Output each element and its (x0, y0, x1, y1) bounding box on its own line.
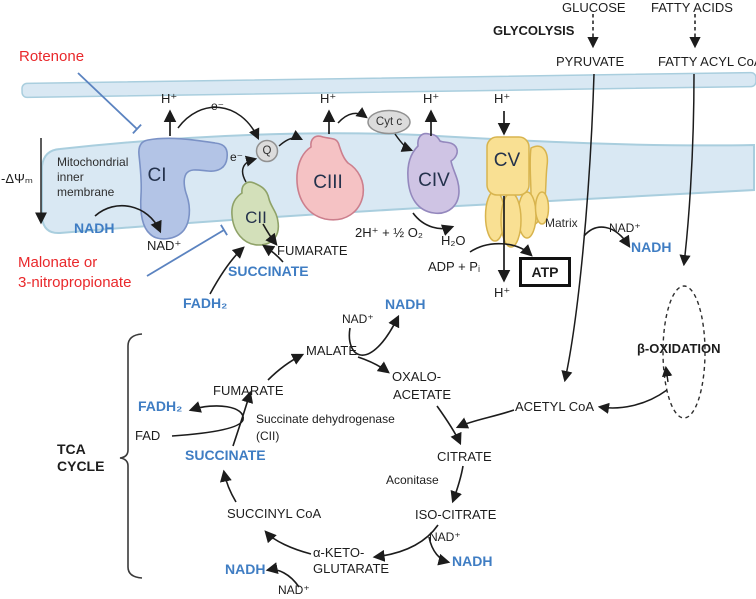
fumarate-etc-label: FUMARATE (277, 243, 348, 258)
tca-arrows (171, 314, 515, 588)
citrate-label: CITRATE (437, 449, 492, 464)
sdh-label-line1: Succinate dehydrogenase (256, 412, 395, 426)
beta-oxidation-label: β-OXIDATION (637, 341, 721, 356)
glucose-label: GLUCOSE (562, 0, 626, 15)
nadh-malate-label: NADH (385, 296, 426, 312)
malonate-label-line1: Malonate or (18, 254, 98, 271)
ubiquinone-label: Q (262, 145, 272, 157)
complex-3-shape (296, 135, 365, 221)
electron-label-c2: e⁻ (230, 150, 244, 164)
membrane-label-line2: inner (57, 170, 84, 184)
isocitrate-label: ISO-CITRATE (415, 507, 497, 522)
matrix-label: Matrix (545, 216, 578, 230)
oxygen-label: 2H⁺ + ½ O₂ (355, 225, 423, 240)
atp-box: ATP (519, 257, 571, 287)
pyruvate-label: PYRUVATE (556, 54, 625, 69)
cytochrome-c-label: Cyt c (375, 116, 403, 128)
complex-1-label: CI (147, 165, 167, 186)
rotenone-label: Rotenone (19, 48, 85, 65)
tca-title-line1: TCA (57, 441, 86, 457)
ubiquinone-shape (255, 139, 279, 163)
fadh2-tca-label: FADH₂ (138, 398, 183, 414)
membrane-potential-label: -ΔΨₘ (1, 171, 33, 186)
electron-label-c1: e⁻ (211, 99, 225, 113)
akg-label-line2: GLUTARATE (313, 561, 390, 576)
adp-pi-label: ADP + Pᵢ (428, 259, 481, 274)
nad-isocitrate-label: NAD⁺ (429, 530, 461, 544)
complex-4-shape (407, 132, 460, 215)
outer-membrane-band (21, 71, 756, 99)
membrane-label-line3: membrane (57, 185, 115, 199)
nadh-akg-label: NADH (225, 561, 266, 577)
fatty-acids-label: FATTY ACIDS (651, 0, 733, 15)
nad-malate-label: NAD⁺ (342, 312, 374, 326)
succinate-tca-label: SUCCINATE (185, 447, 266, 463)
succinate-etc-label: SUCCINATE (228, 263, 309, 279)
complex-1-shape (138, 137, 229, 240)
h-plus-c1: H⁺ (161, 91, 178, 106)
complex-5-shape (484, 136, 550, 248)
complex-3-label: CIII (313, 172, 343, 193)
membrane-label-line1: Mitochondrial (57, 155, 129, 169)
atp-label: ATP (531, 264, 559, 280)
complex-4-label: CIV (418, 170, 450, 191)
sdh-label-line2: (CII) (256, 429, 280, 443)
fad-label: FAD (135, 428, 161, 443)
acetyl-coa-label: ACETYL CoA (515, 399, 594, 414)
h-plus-c3: H⁺ (320, 91, 337, 106)
aconitase-label: Aconitase (386, 473, 439, 487)
cytochrome-c-shape (367, 109, 411, 135)
akg-label-line1: α-KETO- (313, 545, 365, 560)
fumarate-tca-label: FUMARATE (213, 383, 284, 398)
complex-5-label: CV (493, 150, 521, 171)
oxaloacetate-label-line1: OXALO- (392, 369, 442, 384)
feed-lines (561, 14, 701, 414)
nadh-matrix-label: NADH (631, 239, 672, 255)
etc-substrate-arrows (94, 204, 631, 295)
beta-oxidation-cycle-ellipse (662, 285, 706, 419)
fatty-acyl-coa-label: FATTY ACYL CoA (658, 54, 756, 69)
complex-2-label: CII (245, 208, 267, 227)
succinyl-coa-label: SUCCINYL CoA (227, 506, 322, 521)
h-plus-c5-matrix: H⁺ (494, 285, 511, 300)
electron-flow-arrows (177, 106, 414, 183)
nad-etc-label: NAD⁺ (147, 238, 182, 253)
malate-label: MALATE (306, 343, 358, 358)
fadh2-etc-label: FADH₂ (183, 295, 228, 311)
beta-oxidation-cycle-arrow (661, 365, 673, 383)
nadh-isocitrate-label: NADH (452, 553, 493, 569)
inhibitor-lines (77, 72, 228, 277)
glycolysis-label: GLYCOLYSIS (493, 23, 575, 38)
nad-akg-label: NAD⁺ (278, 583, 310, 597)
h-plus-c5-top: H⁺ (494, 91, 511, 106)
malonate-label-line2: 3-nitropropionate (18, 274, 132, 291)
nadh-etc-label: NADH (74, 220, 115, 236)
tca-cycle-bracket (119, 333, 143, 579)
h-plus-c4: H⁺ (423, 91, 440, 106)
oxaloacetate-label-line2: ACETATE (393, 387, 452, 402)
water-label: H₂O (441, 233, 466, 248)
proton-arrows (163, 109, 511, 283)
tca-title-line2: CYCLE (57, 458, 105, 474)
nad-matrix-label: NAD⁺ (609, 221, 641, 235)
